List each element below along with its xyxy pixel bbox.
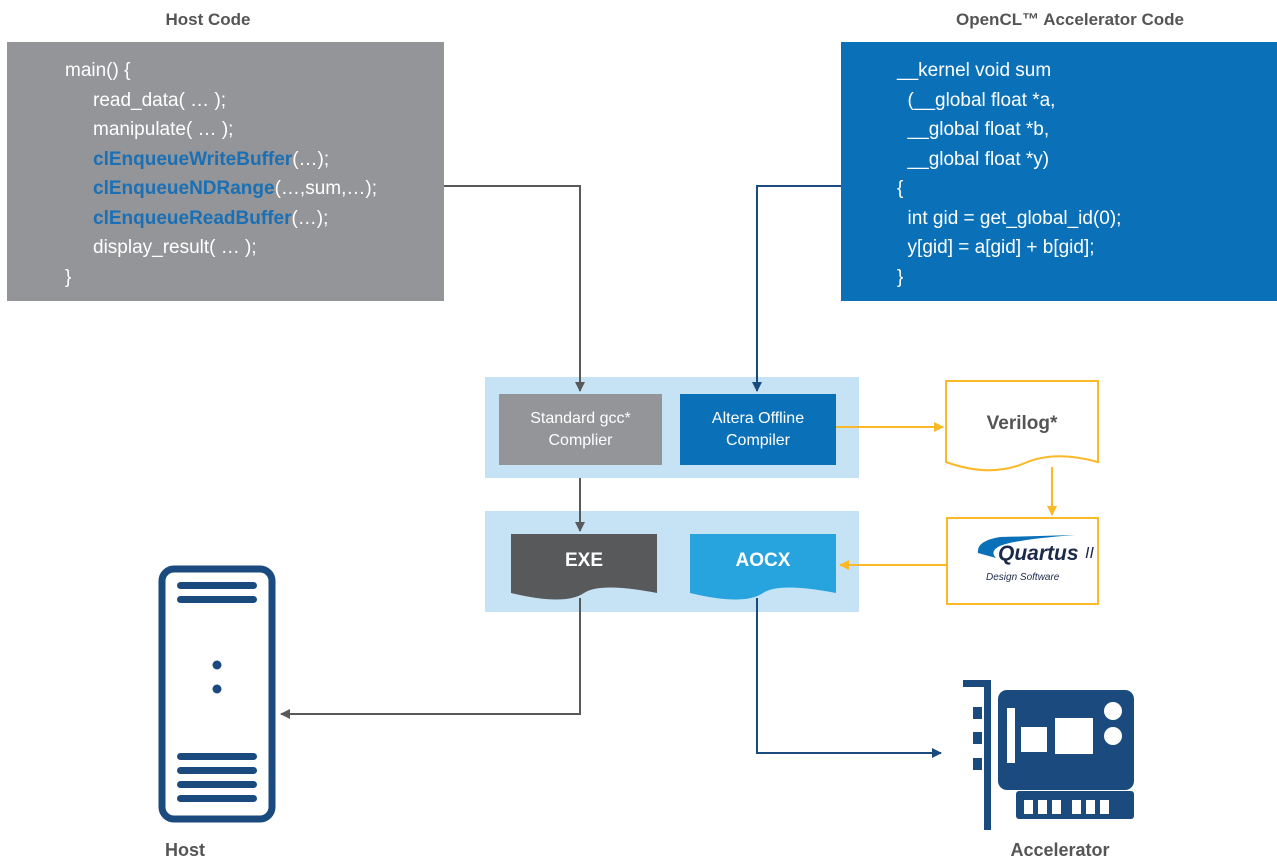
host-label: Host (165, 840, 205, 860)
host-to-gcc-arrow (444, 185, 585, 392)
kernel-code-line: __global float *y) (897, 148, 1050, 170)
kernel-code-box: __kernel void sum (__global float *a, __… (841, 42, 1277, 301)
code-text: (…); (292, 148, 330, 170)
host-code-line: read_data( … ); (65, 86, 444, 116)
aocx-document-shape (690, 534, 836, 600)
quartus-logo-swoosh (977, 535, 1075, 558)
host-code-line: clEnqueueNDRange(…,sum,…); (65, 174, 444, 204)
kernel-code-line: y[gid] = a[gid] + b[gid]; (897, 237, 1095, 258)
host-code-line: manipulate( … ); (65, 115, 444, 145)
api-call-keyword: clEnqueueWriteBuffer (93, 148, 293, 170)
kernel-code-line: (__global float *a, (897, 89, 1056, 111)
quartus-logo-tagline: Design Software (986, 572, 1060, 583)
host-code-line: clEnqueueWriteBuffer(…); (65, 145, 444, 175)
quartus-logo: Quartus II Design Software (983, 542, 1098, 592)
host-code-line: main() { (65, 56, 444, 86)
host-code-line: } (65, 263, 444, 293)
verilog-label: Verilog* (986, 413, 1058, 434)
exe-to-host-arrow (280, 598, 581, 719)
code-text: display_result( … ); (93, 237, 257, 258)
host-code-box: main() { read_data( … ); manipulate( … ); c… (7, 42, 444, 301)
host-code-heading: Host Code (165, 10, 251, 29)
verilog-document-shape (945, 380, 1099, 472)
aocx-label: AOCX (735, 550, 791, 571)
quartus-box (946, 517, 1099, 605)
kernel-code-line: int gid = get_global_id(0); (897, 207, 1122, 229)
kernel-code-line: __global float *b, (897, 119, 1050, 140)
gcc-compiler-box: Standard gcc* Complier (499, 394, 662, 465)
code-text: main() { (65, 60, 131, 81)
host-code-listing: main() { read_data( … ); manipulate( … ); c… (65, 56, 444, 292)
exe-label: EXE (564, 550, 604, 571)
altera-offline-compiler-box: Altera Offline Compiler (680, 394, 836, 465)
altera-offline-compiler-label: Altera Offline Compiler (711, 409, 805, 449)
aocx-to-accelerator-arrow (756, 598, 942, 758)
kernel-code-line: __kernel void sum (897, 60, 1052, 81)
code-text: (…); (291, 207, 329, 229)
host-code-line: display_result( … ); (65, 233, 444, 263)
accelerator-code-heading: OpenCL™ Accelerator Code (956, 10, 1184, 29)
quartus-logo-suffix: II (1085, 545, 1094, 562)
exe-document-shape (511, 534, 657, 600)
api-call-keyword: clEnqueueNDRange (93, 178, 275, 199)
code-text: } (65, 266, 72, 288)
kernel-to-aoc-arrow (752, 185, 841, 392)
accelerator-label: Accelerator (1010, 840, 1110, 860)
quartus-logo-name: Quartus (998, 542, 1079, 565)
code-text: manipulate( … ); (93, 119, 234, 140)
code-text: (…,sum,…); (274, 178, 377, 199)
host-server-icon (158, 565, 276, 823)
gcc-compiler-label: Standard gcc* Complier (530, 409, 631, 449)
code-text: read_data( … ); (93, 89, 227, 111)
kernel-code-line: } (897, 266, 904, 288)
accelerator-card-icon (963, 680, 1134, 830)
host-code-line: clEnqueueReadBuffer(…); (65, 204, 444, 234)
kernel-code-listing: __kernel void sum (__global float *a, __… (897, 56, 1277, 292)
kernel-code-line: { (897, 178, 904, 199)
api-call-keyword: clEnqueueReadBuffer (93, 207, 292, 229)
